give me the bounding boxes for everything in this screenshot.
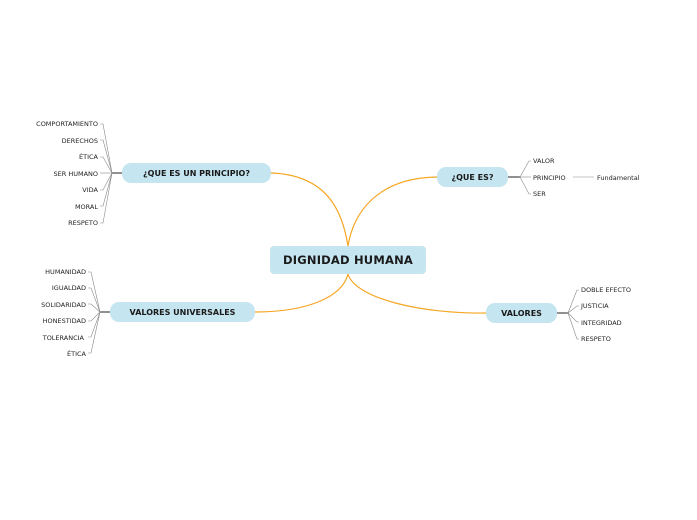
leaf-lines-que-es <box>519 160 594 195</box>
leaf-moral[interactable]: MORAL <box>74 203 98 211</box>
leaf-respeto[interactable]: RESPETO <box>68 219 98 227</box>
leaf-valor[interactable]: VALOR <box>533 157 555 165</box>
connector-valores <box>347 273 487 314</box>
topic-que-es-un-principio[interactable]: ¿QUE ES UN PRINCIPIO? <box>122 163 271 183</box>
connector-que-es <box>347 176 438 247</box>
topic-valores[interactable]: VALORES <box>486 303 557 323</box>
leaf-comportamiento[interactable]: COMPORTAMIENTO <box>36 120 98 128</box>
leaf-vida[interactable]: VIDA <box>82 186 98 194</box>
connector-principio <box>270 172 349 247</box>
leaf-humanidad[interactable]: HUMANIDAD <box>45 268 86 276</box>
topic-valores-universales[interactable]: VALORES UNIVERSALES <box>110 302 255 322</box>
leaf-lines-universales <box>88 271 101 354</box>
leaf-doble-efecto[interactable]: DOBLE EFECTO <box>581 286 631 294</box>
leaf-respeto-valores[interactable]: RESPETO <box>581 335 611 343</box>
leaf-ser[interactable]: SER <box>533 190 546 198</box>
leaf-justicia[interactable]: JUSTICIA <box>581 302 609 310</box>
leaf-etica[interactable]: ÉTICA <box>79 153 98 161</box>
leaf-integridad[interactable]: INTEGRIDAD <box>581 319 622 327</box>
leaf-fundamental[interactable]: Fundamental <box>597 174 640 182</box>
leaf-solidaridad[interactable]: SOLIDARIDAD <box>41 301 86 309</box>
leaf-honestidad[interactable]: HONESTIDAD <box>42 317 86 325</box>
leaf-igualdad[interactable]: IGUALDAD <box>51 284 86 292</box>
leaf-tolerancia[interactable]: TOLERANCIA <box>42 334 84 342</box>
leaf-lines-principio <box>100 123 113 224</box>
leaf-principio[interactable]: PRINCIPIO <box>533 174 566 182</box>
leaf-derechos[interactable]: DERECHOS <box>61 137 98 145</box>
leaf-lines-valores <box>567 289 579 340</box>
leaf-etica-universal[interactable]: ÉTICA <box>67 350 86 358</box>
leaf-ser-humano[interactable]: SER HUMANO <box>53 170 99 178</box>
central-topic[interactable]: DIGNIDAD HUMANA <box>270 246 426 274</box>
connector-universales <box>254 273 349 313</box>
topic-que-es[interactable]: ¿QUE ES? <box>437 167 508 187</box>
